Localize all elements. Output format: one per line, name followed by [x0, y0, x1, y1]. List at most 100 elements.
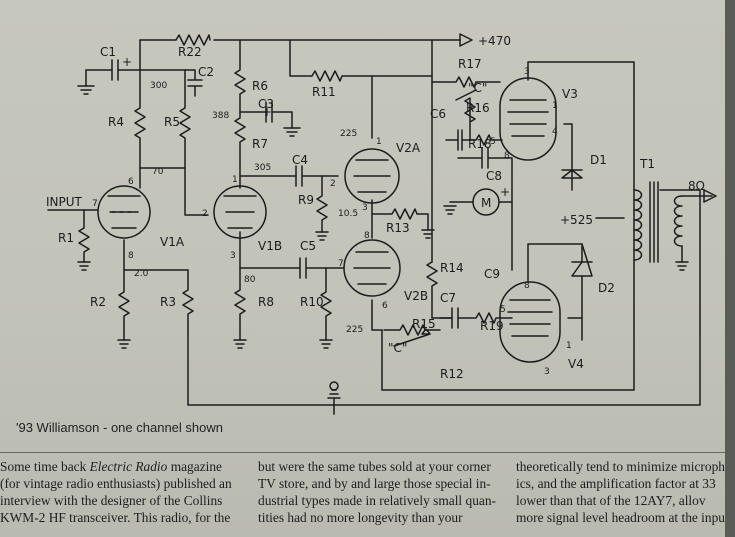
label-c5: C5 — [300, 239, 316, 253]
label-pin: 6 — [382, 301, 388, 311]
label-plus-c1: + — [122, 55, 132, 69]
label-r18: R18 — [468, 137, 492, 151]
label-c7: C7 — [440, 291, 456, 305]
tube-v1b — [213, 185, 267, 239]
label-pin: 1 — [566, 341, 572, 351]
text-line: (for vintage radio enthusiasts) publishe… — [0, 476, 232, 491]
label-v2-0: 2.0 — [134, 269, 149, 279]
text-line: interview with the designer of the Colli… — [0, 493, 223, 508]
label-r15: R15 — [412, 317, 436, 331]
label-pin: 3 — [230, 251, 236, 261]
label-r17: R17 — [458, 57, 482, 71]
label-c2: C2 — [198, 65, 214, 79]
label-pin: 4 — [552, 127, 558, 137]
label-r8: R8 — [258, 295, 274, 309]
article-column-1: Some time back Electric Radio magazine (… — [0, 458, 238, 526]
label-plus-meter: + — [500, 185, 510, 199]
label-r14: R14 — [440, 261, 464, 275]
label-v10-5: 10.5 — [338, 209, 358, 219]
label-v225a: 225 — [340, 129, 357, 139]
label-c-tap2: "C" — [388, 341, 407, 355]
label-c3: C3 — [258, 97, 274, 111]
label-plus-525: +525 — [560, 213, 593, 227]
label-v2a: V2A — [396, 141, 421, 155]
label-r6: R6 — [252, 79, 268, 93]
label-pin: 8 — [364, 231, 370, 241]
label-r16: R16 — [466, 101, 490, 115]
article-column-3: theoretically tend to minimize microph i… — [516, 458, 735, 526]
label-r3: R3 — [160, 295, 176, 309]
label-r5: R5 — [164, 115, 180, 129]
label-r7: R7 — [252, 137, 268, 151]
label-r13: R13 — [386, 221, 410, 235]
text-line: tities had no more longevity than your — [258, 510, 463, 525]
label-r1: R1 — [58, 231, 74, 245]
label-c8: C8 — [486, 169, 502, 183]
label-r19: R19 — [480, 319, 504, 333]
label-v225b: 225 — [346, 325, 363, 335]
label-r22: R22 — [178, 45, 202, 59]
tube-v3 — [499, 77, 557, 161]
label-v388: 388 — [212, 111, 229, 121]
label-v70: 70 — [152, 167, 164, 177]
amplifier-schematic: +470 R22 C1 + C2 300 R4 R5 R6 C3 + 388 R… — [46, 33, 717, 415]
label-pin: 2 — [330, 179, 336, 189]
label-r11: R11 — [312, 85, 336, 99]
text-line: TV store, and by and large those special… — [258, 476, 491, 491]
label-plus-470: +470 — [478, 34, 511, 48]
label-pin: 7 — [92, 199, 98, 209]
schematic-wires — [47, 33, 717, 415]
figure-caption: '93 Williamson - one channel shown — [16, 420, 223, 435]
label-v2b: V2B — [404, 289, 428, 303]
schematic-labels: +470 R22 C1 + C2 300 R4 R5 R6 C3 + 388 R… — [46, 34, 705, 381]
label-pin: 3 — [362, 203, 368, 213]
text-line: KWM-2 HF transceiver. This radio, for th… — [0, 510, 231, 525]
label-pin: 3 — [544, 367, 550, 377]
label-c4: C4 — [292, 153, 308, 167]
text-line: Some time back Electric Radio magazine — [0, 459, 222, 474]
text-line: more signal level headroom at the input. — [516, 510, 733, 525]
label-pin: 1 — [376, 137, 382, 147]
text-line: lower than that of the 12AY7, allov — [516, 493, 706, 508]
label-r4: R4 — [108, 115, 124, 129]
label-v1b: V1B — [258, 239, 282, 253]
tube-v4 — [499, 281, 561, 363]
label-pin: 1 — [552, 101, 558, 111]
label-pin: 3 — [524, 67, 530, 77]
label-plus-c3: + — [262, 105, 272, 119]
label-pin: 8 — [128, 251, 134, 261]
page-edge — [725, 0, 735, 537]
label-v305: 305 — [254, 163, 271, 173]
label-c9: C9 — [484, 267, 500, 281]
label-r9: R9 — [298, 193, 314, 207]
label-c1: C1 — [100, 45, 116, 59]
label-pin: 7 — [338, 259, 344, 269]
divider — [0, 452, 735, 453]
label-c-tap1: "C" — [468, 81, 487, 95]
tube-v1a — [97, 185, 151, 239]
article-column-2: but were the same tubes sold at your cor… — [258, 458, 502, 526]
label-pin: 1 — [232, 175, 238, 185]
tube-v2a — [344, 148, 400, 204]
text-line: ics, and the amplification factor at 33 — [516, 476, 716, 491]
label-d2: D2 — [598, 281, 615, 295]
label-r10: R10 — [300, 295, 324, 309]
label-t1: T1 — [639, 157, 655, 171]
label-pin: 2 — [202, 209, 208, 219]
label-8-ohm: 8Ω — [688, 179, 705, 193]
label-c6: C6 — [430, 107, 446, 121]
label-pin: 8 — [504, 151, 510, 161]
label-pin: 5 — [490, 137, 496, 147]
label-meter: M — [481, 196, 491, 210]
label-v300: 300 — [150, 81, 167, 91]
text-line: theoretically tend to minimize microph — [516, 459, 725, 474]
label-d1: D1 — [590, 153, 607, 167]
label-pin: 8 — [524, 281, 530, 291]
label-r2: R2 — [90, 295, 106, 309]
text-line: dustrial types made in relatively small … — [258, 493, 496, 508]
label-v1a: V1A — [160, 235, 185, 249]
label-v3: V3 — [562, 87, 578, 101]
label-pin: 5 — [500, 305, 506, 315]
label-r12: R12 — [440, 367, 464, 381]
